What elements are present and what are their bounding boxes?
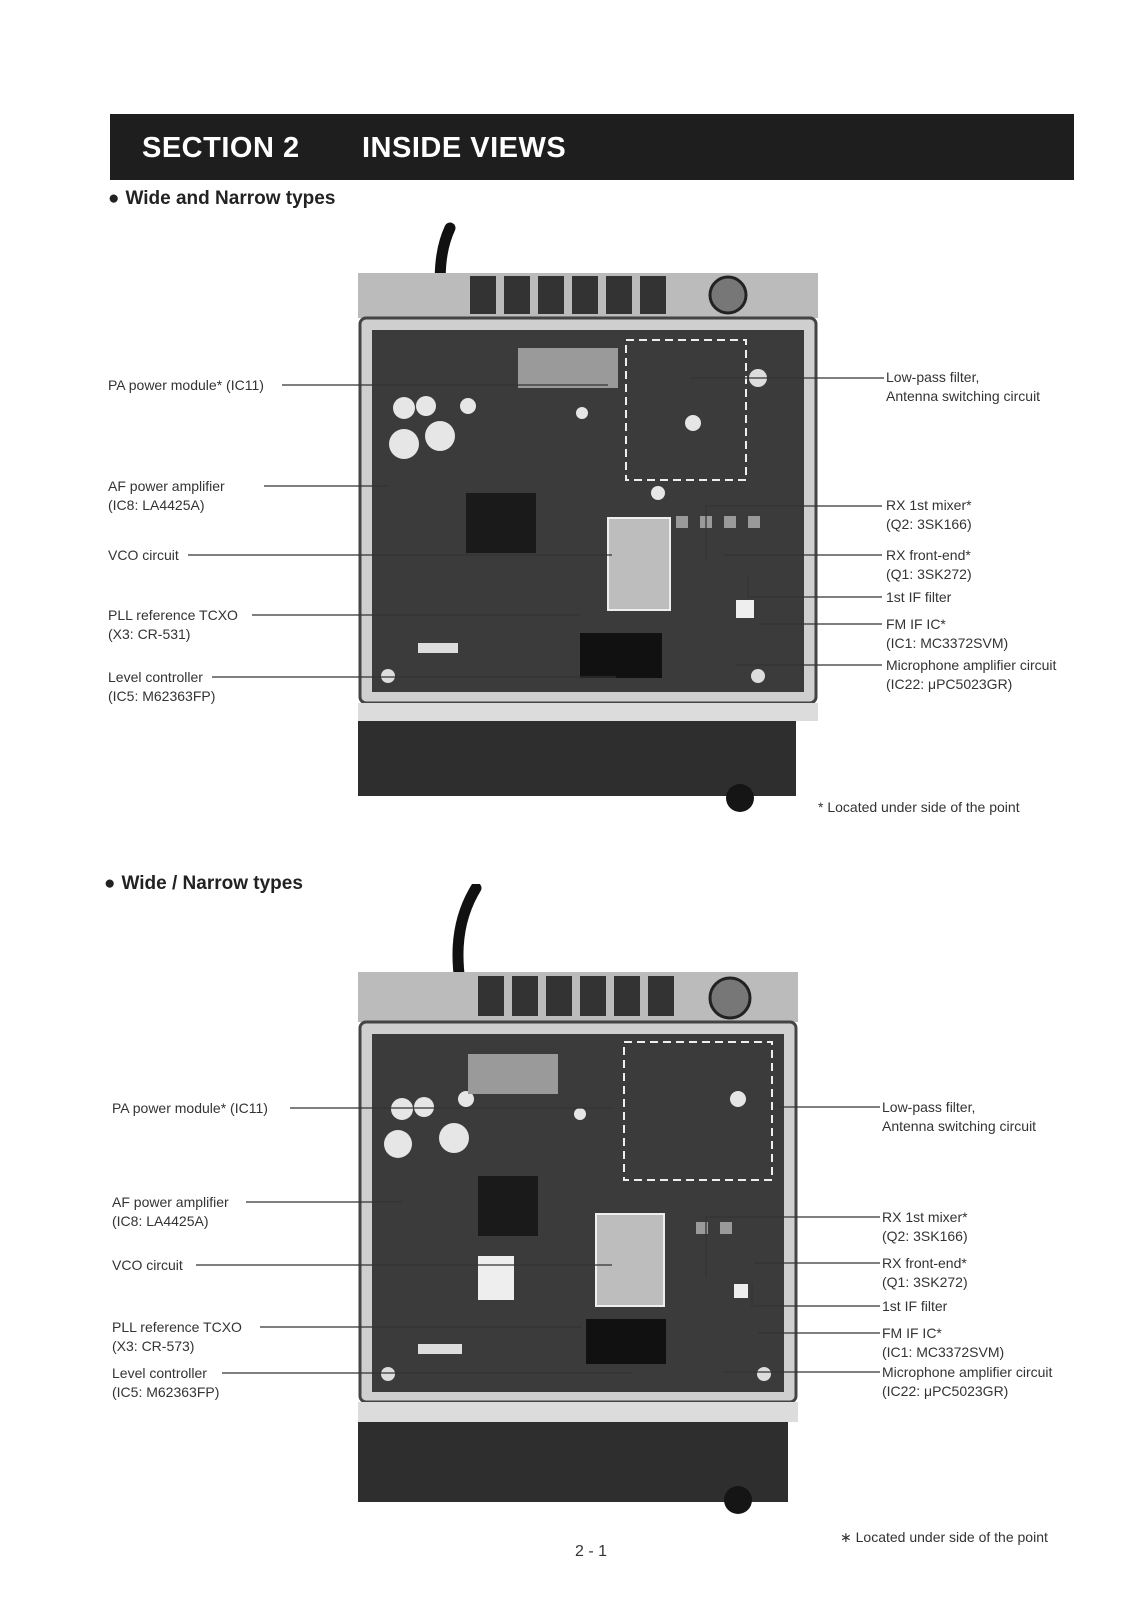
footnote-2: ∗ Located under side of the point <box>840 1529 1048 1545</box>
bullet-icon: ● <box>108 188 120 209</box>
subsection-heading-2: ●Wide / Narrow types <box>104 873 303 894</box>
label-pll-reference-tcxo: PLL reference TCXO(X3: CR-573) <box>112 1319 242 1354</box>
label-rx-front-end: RX front-end*(Q1: 3SK272) <box>886 547 972 582</box>
label-1st-if-filter: 1st IF filter <box>882 1298 948 1314</box>
label-pa-power-module: PA power module* (IC11) <box>108 377 264 393</box>
label-fm-if-ic: FM IF IC*(IC1: MC3372SVM) <box>882 1325 1005 1360</box>
label-low-pass-filter: Low-pass filter,Antenna switching circui… <box>882 1099 1037 1134</box>
bullet-icon: ● <box>104 873 116 894</box>
label-vco-circuit: VCO circuit <box>108 547 179 563</box>
label-rx-1st-mixer: RX 1st mixer*(Q2: 3SK166) <box>882 1209 968 1244</box>
section-title: INSIDE VIEWS <box>362 132 567 164</box>
label-level-controller: Level controller(IC5: M62363FP) <box>108 669 216 704</box>
label-microphone-amplifier: Microphone amplifier circuit(IC22: μPC50… <box>886 657 1057 692</box>
label-vco-circuit: VCO circuit <box>112 1257 183 1273</box>
label-microphone-amplifier: Microphone amplifier circuit(IC22: μPC50… <box>882 1364 1053 1399</box>
label-af-power-amplifier: AF power amplifier(IC8: LA4425A) <box>112 1194 229 1229</box>
label-pll-reference-tcxo: PLL reference TCXO(X3: CR-531) <box>108 607 238 642</box>
label-level-controller: Level controller(IC5: M62363FP) <box>112 1365 220 1400</box>
label-1st-if-filter: 1st IF filter <box>886 589 952 605</box>
label-af-power-amplifier: AF power amplifier(IC8: LA4425A) <box>108 478 225 513</box>
page-number: 2 - 1 <box>575 1543 608 1560</box>
footnote-1: * Located under side of the point <box>818 799 1020 815</box>
board-photo-1 <box>358 222 818 812</box>
subsection-heading-1: ●Wide and Narrow types <box>108 188 336 209</box>
label-rx-1st-mixer: RX 1st mixer*(Q2: 3SK166) <box>886 497 972 532</box>
board-photo-2 <box>358 884 798 1514</box>
label-pa-power-module: PA power module* (IC11) <box>112 1100 268 1116</box>
label-low-pass-filter: Low-pass filter,Antenna switching circui… <box>886 369 1041 404</box>
label-fm-if-ic: FM IF IC*(IC1: MC3372SVM) <box>886 616 1009 651</box>
label-rx-front-end: RX front-end*(Q1: 3SK272) <box>882 1255 968 1290</box>
section-header: SECTION 2 INSIDE VIEWS <box>110 114 1074 180</box>
section-number: SECTION 2 <box>142 132 300 164</box>
